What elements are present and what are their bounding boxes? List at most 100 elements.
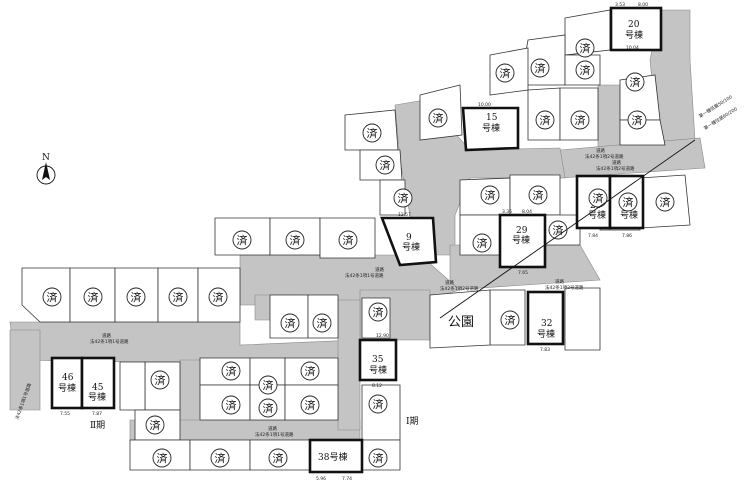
dim-b29-top-b: 8.04 — [522, 209, 532, 215]
road-label: 道路 — [555, 278, 564, 285]
sold-mark-circle — [625, 72, 645, 92]
road-label-law: 法42条1項1号道路 — [255, 431, 294, 438]
sold-mark-text: 済 — [373, 397, 384, 411]
sold-mark-text: 済 — [226, 364, 237, 378]
sold-mark-circle — [588, 188, 608, 208]
sold-mark-circle — [480, 185, 500, 205]
sold-mark-circle — [312, 313, 332, 333]
building-32-number: 32 — [541, 319, 552, 329]
building-38-outline[interactable] — [308, 438, 364, 474]
building-29-outline[interactable] — [498, 213, 547, 269]
building-15-number: 15 — [486, 113, 498, 123]
building-35-outline[interactable] — [358, 338, 398, 382]
building-9-outline[interactable] — [380, 216, 438, 267]
road-label: 道路 — [102, 332, 111, 339]
lot — [564, 287, 601, 351]
sold-mark-text: 済 — [630, 75, 641, 89]
sold-mark-text: 済 — [505, 313, 516, 327]
dim-b20-bot: 10.04 — [626, 45, 639, 51]
building-35-number: 35 — [372, 355, 384, 365]
road-left-edge — [9, 329, 41, 411]
sold-mark-circle — [368, 302, 388, 322]
sold-mark-text: 済 — [533, 188, 544, 202]
lot — [119, 361, 146, 411]
building-15-outline[interactable] — [461, 106, 520, 152]
sold-mark-circle — [268, 448, 288, 468]
sold-mark-text: 済 — [155, 373, 166, 387]
sold-mark-text: 済 — [173, 290, 184, 304]
sold-mark-text: 済 — [131, 290, 142, 304]
sold-mark-circle — [530, 58, 550, 78]
building-32-outline[interactable] — [526, 290, 565, 346]
sold-mark-circle — [168, 287, 188, 307]
building-29-suffix: 号棟 — [512, 234, 530, 246]
sold-mark-circle — [285, 230, 305, 250]
sold-mark-circle — [570, 110, 590, 130]
building-46-outline[interactable] — [50, 356, 84, 410]
building-25-suffix: 号棟 — [588, 209, 606, 221]
sold-marks: 済済済済済済済済済済済済済済済済済済済済済済済済済済済済済済済済済済済済済済済済… — [42, 38, 675, 468]
sold-mark-text: 済 — [213, 290, 224, 304]
sold-mark-circle — [393, 188, 413, 208]
sold-mark-text: 済 — [290, 233, 301, 247]
dim-b29-bot: 7.65 — [518, 270, 528, 276]
dim-b24-bot: 7.86 — [622, 233, 632, 239]
building-32-suffix: 号棟 — [537, 328, 555, 340]
dim-b29-top-a: 3.36 — [502, 209, 512, 215]
sold-mark-circle — [428, 108, 448, 128]
sold-mark-text: 済 — [553, 223, 564, 237]
building-24-suffix: 号棟 — [620, 209, 638, 221]
road-vertical-center — [337, 299, 361, 431]
sold-mark-text: 済 — [263, 401, 274, 415]
dim-b15-top: 10.00 — [478, 102, 491, 108]
sold-mark-circle — [145, 415, 165, 435]
sold-mark-text: 済 — [367, 126, 378, 140]
sold-mark-text: 済 — [500, 66, 511, 80]
dim-b45-bot: 7.87 — [92, 411, 102, 417]
sold-mark-text: 済 — [88, 290, 99, 304]
dimensions: 3.53 8.00 10.04 10.00 7.84 7.86 3.36 8.0… — [60, 2, 648, 482]
building-20-outline[interactable] — [609, 6, 663, 52]
sold-mark-text: 済 — [305, 398, 316, 412]
dim-b46-bot: 7.55 — [60, 411, 70, 417]
sold-mark-text: 済 — [237, 233, 248, 247]
sold-mark-text: 済 — [373, 305, 384, 319]
sold-mark-circle — [258, 398, 278, 418]
sold-mark-circle — [362, 123, 382, 143]
building-15-suffix: 号棟 — [482, 122, 500, 134]
dim-b38-bot-a: 5.96 — [316, 476, 326, 482]
sold-mark-text: 済 — [157, 451, 168, 465]
sold-mark-text: 済 — [226, 398, 237, 412]
road-label-law: 法42条1項2号道路 — [596, 165, 635, 172]
road-label: 道路 — [445, 279, 454, 286]
building-45-outline[interactable] — [80, 356, 116, 410]
sold-mark-circle — [368, 448, 388, 468]
sold-mark-text: 済 — [660, 195, 671, 209]
road-east-branch — [597, 84, 621, 156]
sold-mark-text: 済 — [343, 233, 354, 247]
sold-mark-text: 済 — [285, 316, 296, 330]
dim-b9-top: 12.57 — [398, 212, 411, 218]
phase-1-label: Ⅰ期 — [406, 416, 419, 427]
sold-mark-circle — [338, 230, 358, 250]
road-label-law: 法42条1項2号道路 — [440, 285, 479, 292]
dim-b20-top-a: 3.53 — [615, 2, 625, 8]
building-20-suffix: 号棟 — [625, 29, 643, 41]
road-label-law: 法42条1項2号道路 — [585, 153, 624, 160]
road-label: 道路 — [268, 425, 277, 432]
sold-mark-circle — [618, 192, 638, 212]
sold-mark-text: 済 — [632, 113, 643, 127]
sold-mark-circle — [300, 361, 320, 381]
sold-mark-text: 済 — [433, 111, 444, 125]
dim-b32-bot: 7.83 — [540, 347, 550, 353]
building-9-number: 9 — [406, 233, 412, 243]
sold-mark-text: 済 — [535, 61, 546, 75]
building-35-suffix: 号棟 — [369, 364, 387, 376]
sold-mark-text: 済 — [580, 63, 591, 77]
road-label: 道路 — [596, 147, 605, 154]
building-45-number: 45 — [92, 383, 104, 393]
sold-mark-circle — [575, 60, 595, 80]
building-9-suffix: 号棟 — [402, 241, 420, 253]
sold-mark-circle — [221, 395, 241, 415]
